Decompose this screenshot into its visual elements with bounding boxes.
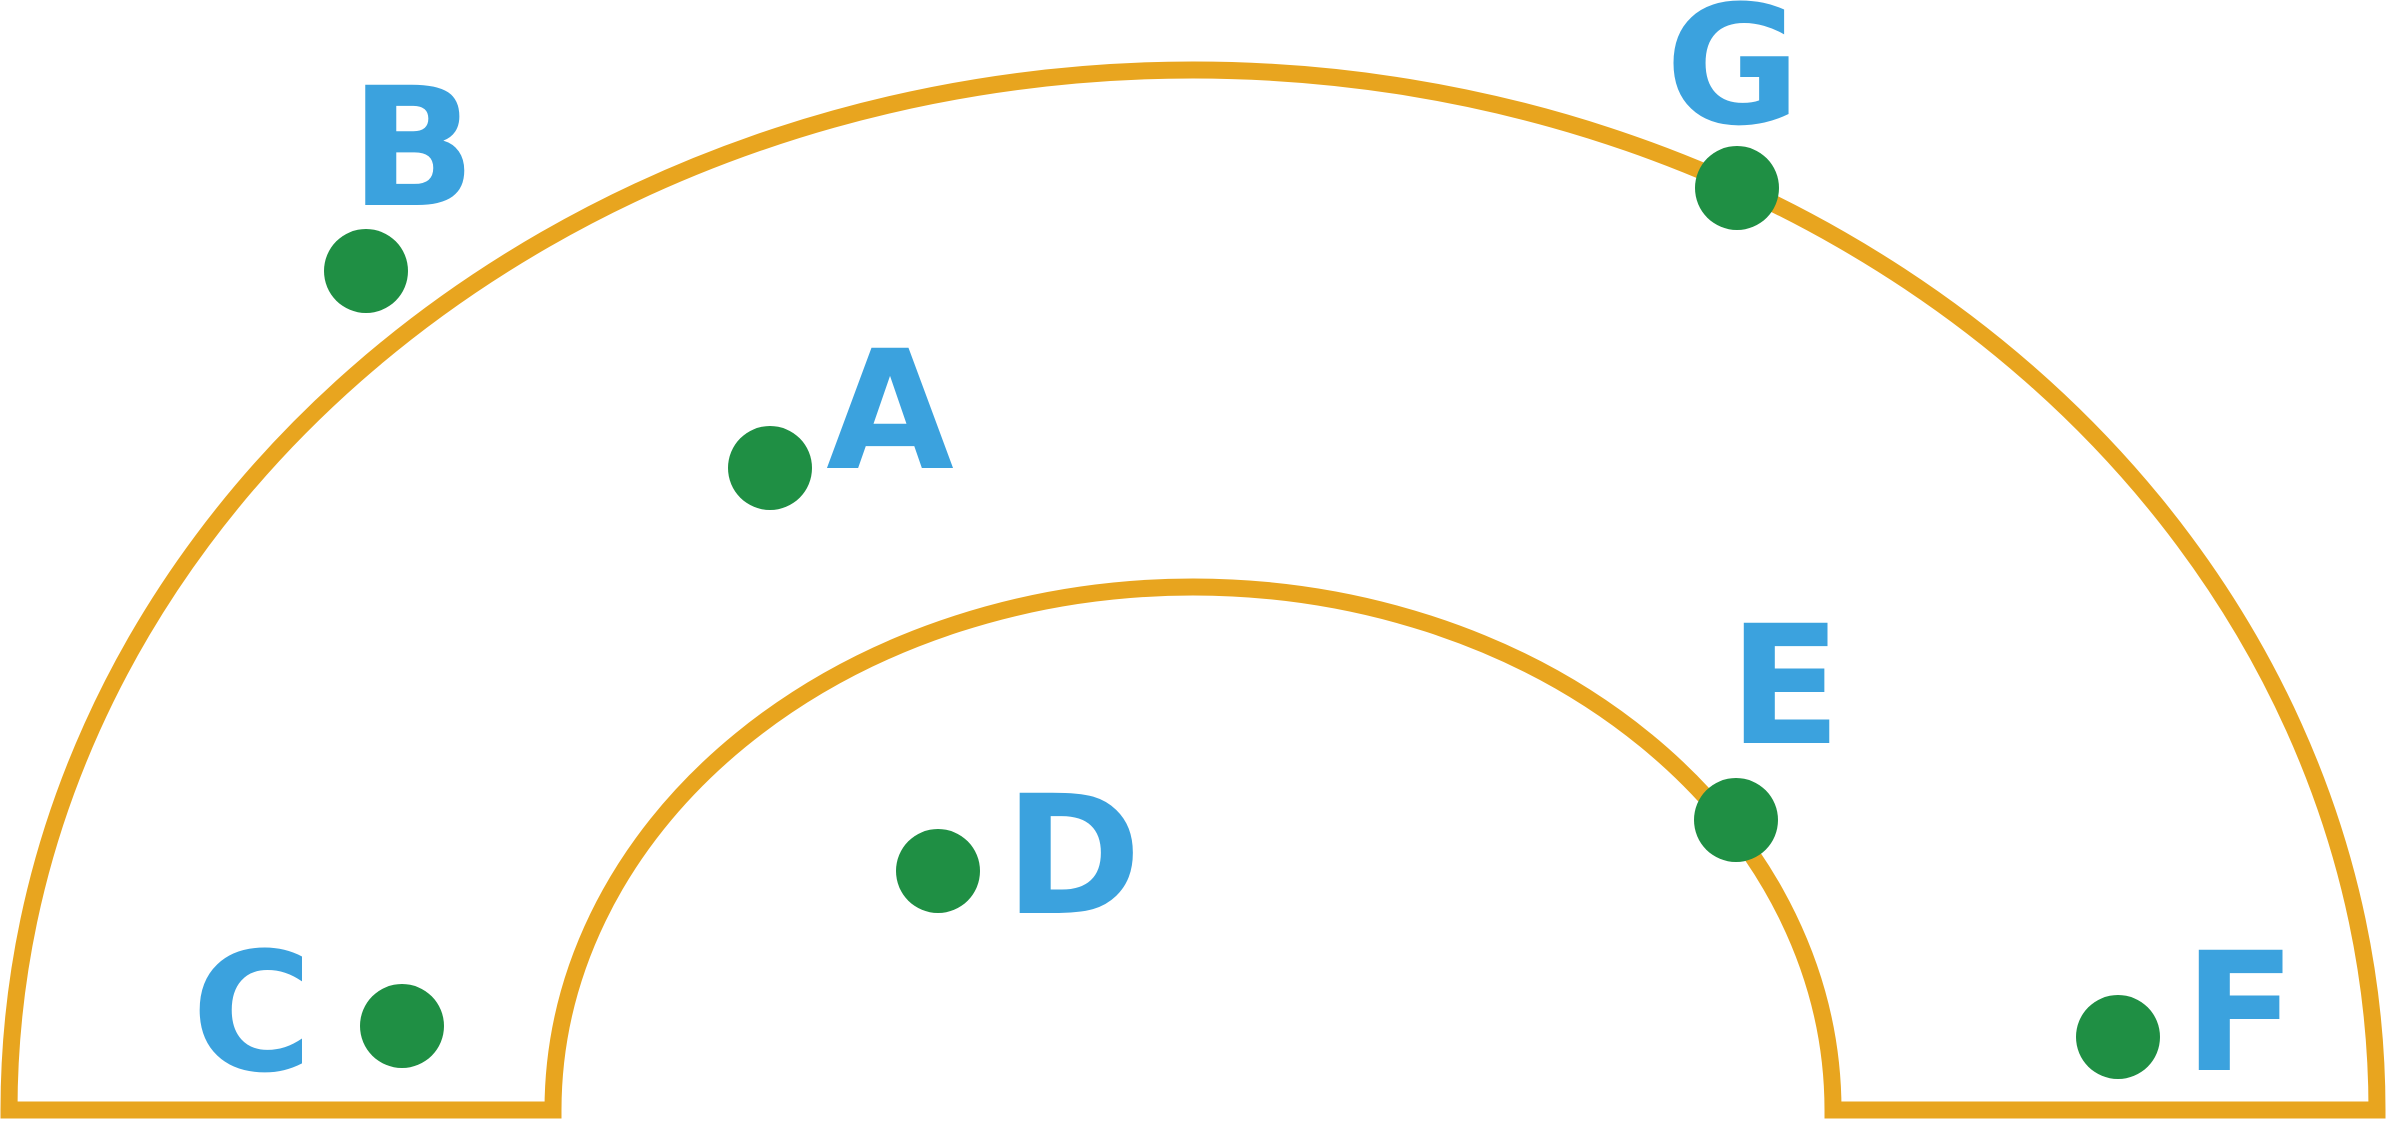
point-label-F: F bbox=[2184, 917, 2297, 1109]
point-dot-C bbox=[360, 984, 444, 1068]
point-dot-D bbox=[896, 829, 980, 913]
point-label-E: E bbox=[1729, 590, 1842, 782]
point-label-G: G bbox=[1665, 0, 1800, 162]
point-dot-A bbox=[728, 426, 812, 510]
point-dot-F bbox=[2076, 995, 2160, 1079]
point-dot-B bbox=[324, 229, 408, 313]
point-label-C: C bbox=[191, 917, 312, 1109]
annulus-ring-outline bbox=[0, 61, 2386, 1119]
point-label-B: B bbox=[350, 52, 476, 244]
point-label-A: A bbox=[826, 315, 954, 507]
points-layer: A B C D E F G bbox=[191, 0, 2296, 1109]
point-label-D: D bbox=[1005, 760, 1142, 952]
point-dot-G bbox=[1695, 146, 1779, 230]
point-dot-E bbox=[1694, 778, 1778, 862]
